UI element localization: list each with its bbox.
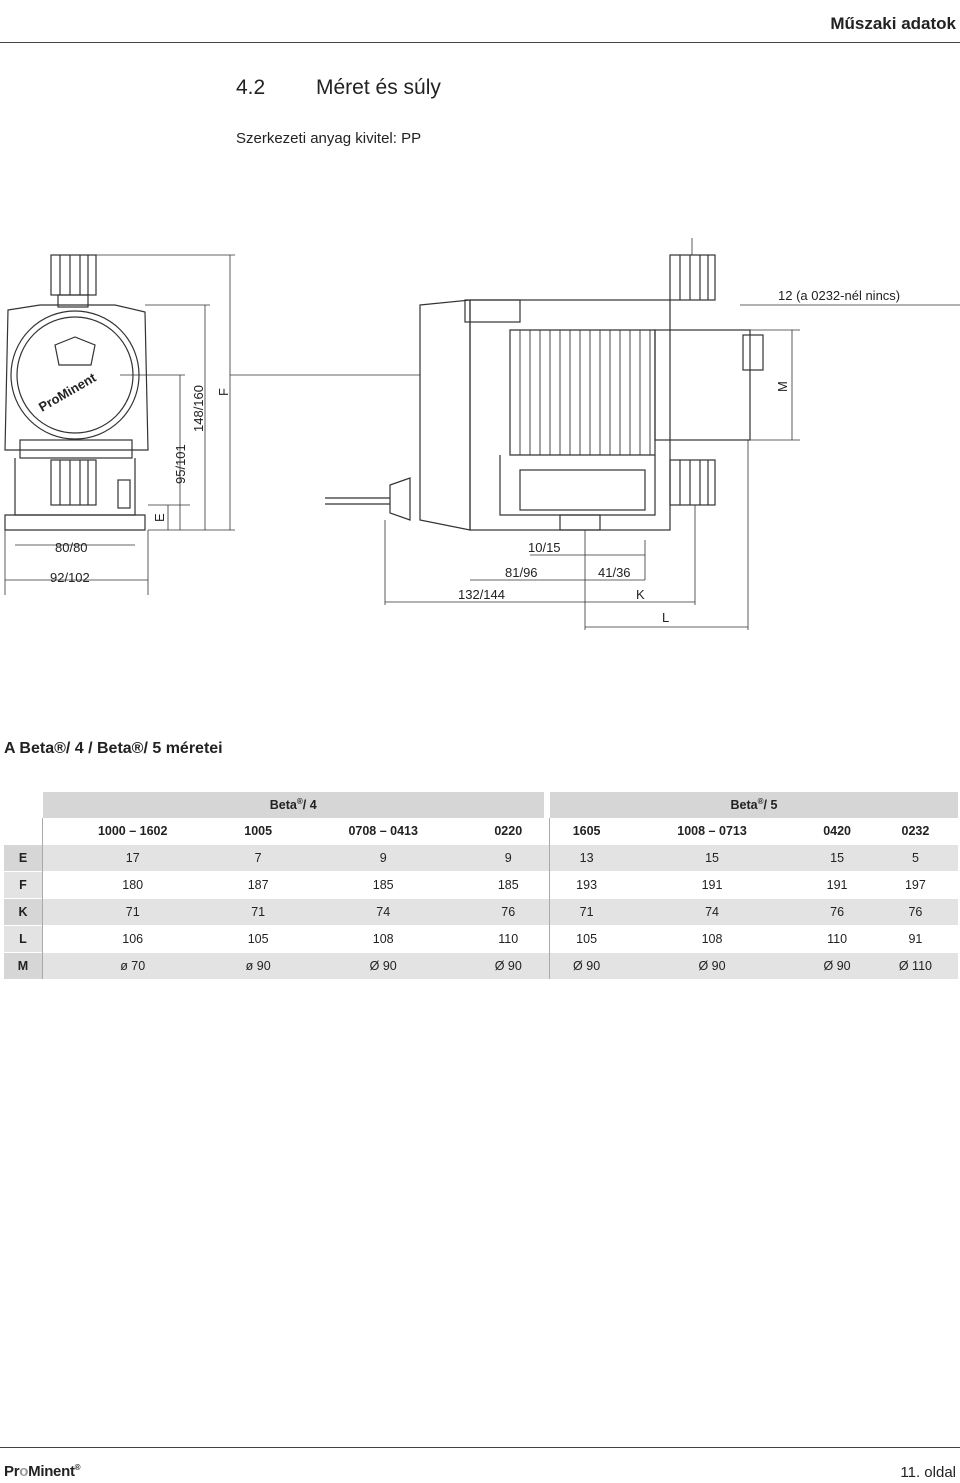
dim-F: F bbox=[216, 388, 231, 396]
dim-81-96: 81/96 bbox=[505, 565, 538, 580]
table-caption: A Beta®/ 4 / Beta®/ 5 méretei bbox=[4, 740, 223, 757]
side-dimension-lines bbox=[230, 238, 960, 630]
table-cell: 15 bbox=[622, 844, 802, 872]
section-title: Méret és súly bbox=[316, 76, 441, 99]
table-cell: Ø 110 bbox=[872, 952, 958, 979]
table-cell: 17 bbox=[42, 844, 223, 872]
table-row: F 180 187 185 185 193 191 191 197 bbox=[4, 871, 958, 899]
dim-L: L bbox=[662, 610, 669, 625]
side-view-pump bbox=[325, 254, 764, 531]
table-cell: 108 bbox=[622, 925, 802, 953]
table-cell: 110 bbox=[801, 925, 873, 953]
table-cell: 185 bbox=[293, 871, 473, 899]
table-cell: ø 70 bbox=[42, 952, 223, 979]
table-cell: 71 bbox=[549, 898, 623, 926]
table-row: M ø 70 ø 90 Ø 90 Ø 90 Ø 90 Ø 90 Ø 90 Ø 1… bbox=[4, 952, 958, 979]
table-cell: ø 90 bbox=[222, 952, 294, 979]
table-cell: Ø 90 bbox=[622, 952, 802, 979]
page-number: 11. oldal bbox=[900, 1464, 956, 1481]
table-cell: 76 bbox=[872, 898, 958, 926]
table-variant-header: 1000 – 1602 1005 0708 – 0413 0220 1605 1… bbox=[4, 818, 958, 845]
group-beta-4: Beta®/ 4 bbox=[42, 792, 544, 818]
dim-132-144: 132/144 bbox=[458, 587, 505, 602]
table-cell: 108 bbox=[293, 925, 473, 953]
variant-header: 0420 bbox=[823, 824, 851, 838]
dim-80-80: 80/80 bbox=[55, 540, 88, 555]
table-cell: 9 bbox=[472, 844, 544, 872]
table-cell: Ø 90 bbox=[472, 952, 544, 979]
table-cell: Ø 90 bbox=[801, 952, 873, 979]
table-cell: 185 bbox=[472, 871, 544, 899]
table-cell: 71 bbox=[222, 898, 294, 926]
footer-rule bbox=[0, 1447, 960, 1448]
logo-prominent: ProMinent bbox=[36, 369, 99, 414]
table-cell: 105 bbox=[222, 925, 294, 953]
table-cell: 191 bbox=[622, 871, 802, 899]
table-cell: 197 bbox=[872, 871, 958, 899]
row-label: M bbox=[4, 952, 43, 979]
table-cell: 191 bbox=[801, 871, 873, 899]
table-cell: 91 bbox=[872, 925, 958, 953]
footer-logo: ProMinent® bbox=[4, 1463, 81, 1480]
dim-12-note: 12 (a 0232-nél nincs) bbox=[778, 288, 900, 303]
variant-header: 0232 bbox=[901, 824, 930, 838]
table-row: L 106 105 108 110 105 108 110 91 bbox=[4, 925, 958, 953]
variant-header: 0708 – 0413 bbox=[348, 824, 418, 838]
group-beta-5: Beta®/ 5 bbox=[549, 792, 958, 818]
page-header-title: Műszaki adatok bbox=[830, 14, 956, 33]
material-subtitle: Szerkezeti anyag kivitel: PP bbox=[236, 130, 422, 147]
dim-95-101: 95/101 bbox=[173, 444, 188, 484]
table-cell: 187 bbox=[222, 871, 294, 899]
header-rule bbox=[0, 42, 960, 43]
table-cell: 193 bbox=[549, 871, 623, 899]
table-group-header: Beta®/ 4 Beta®/ 5 bbox=[4, 792, 958, 818]
dim-148-160: 148/160 bbox=[191, 385, 206, 432]
table-cell: 76 bbox=[472, 898, 544, 926]
dimensions-table: Beta®/ 4 Beta®/ 5 1000 – 1602 1005 0708 … bbox=[4, 792, 958, 979]
dim-92-102: 92/102 bbox=[50, 570, 90, 585]
table-cell: 5 bbox=[872, 844, 958, 872]
front-view-pump bbox=[4, 254, 149, 531]
table-cell: 106 bbox=[42, 925, 223, 953]
dim-K: K bbox=[636, 587, 645, 602]
dim-10-15: 10/15 bbox=[528, 540, 561, 555]
table-cell: 7 bbox=[222, 844, 294, 872]
row-label: E bbox=[4, 844, 43, 872]
variant-header: 1000 – 1602 bbox=[97, 824, 168, 838]
variant-header: 1008 – 0713 bbox=[677, 824, 747, 838]
dim-M: M bbox=[775, 381, 790, 392]
table-cell: 9 bbox=[293, 844, 473, 872]
row-label: K bbox=[4, 898, 43, 926]
variant-header: 0220 bbox=[494, 824, 523, 838]
dim-41-36: 41/36 bbox=[598, 565, 631, 580]
section-number: 4.2 bbox=[236, 76, 266, 99]
row-label: F bbox=[4, 871, 43, 899]
table-cell: 105 bbox=[549, 925, 623, 953]
table-cell: 13 bbox=[549, 844, 623, 872]
front-dimension-lines bbox=[4, 254, 235, 595]
dimension-drawing: ProMinent 80/80 92/102 95/101 148/160 E … bbox=[0, 230, 960, 650]
variant-header: 1605 bbox=[549, 818, 623, 845]
table-cell: 74 bbox=[622, 898, 802, 926]
table-cell: 74 bbox=[293, 898, 473, 926]
row-label: L bbox=[4, 925, 43, 953]
table-row: E 17 7 9 9 13 15 15 5 bbox=[4, 844, 958, 872]
variant-header: 1005 bbox=[244, 824, 273, 838]
table-cell: 76 bbox=[801, 898, 873, 926]
table-cell: 180 bbox=[42, 871, 223, 899]
table-cell: Ø 90 bbox=[293, 952, 473, 979]
table-row: K 71 71 74 76 71 74 76 76 bbox=[4, 898, 958, 926]
table-cell: 110 bbox=[472, 925, 544, 953]
table-cell: 71 bbox=[42, 898, 223, 926]
dim-E: E bbox=[152, 513, 167, 522]
table-cell: Ø 90 bbox=[549, 952, 623, 979]
table-cell: 15 bbox=[801, 844, 873, 872]
